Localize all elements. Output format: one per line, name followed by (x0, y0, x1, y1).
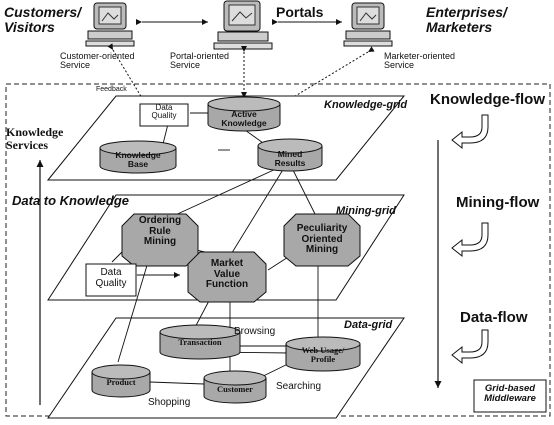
computer-icon (213, 0, 273, 50)
curved-arrow-icon (451, 114, 489, 150)
mining-grid-title: Mining-grid (336, 205, 396, 217)
computer-icon (343, 2, 393, 47)
browsing-label: Browsing (234, 326, 276, 337)
middleware-label: Grid-based Middleware (484, 383, 536, 404)
transaction-cylinder (159, 324, 241, 360)
data-flow-label: Data-flow (460, 309, 528, 326)
market-value-node (187, 251, 267, 303)
kg-data-quality-label: Data Quality (151, 103, 177, 121)
ordering-rule-mining-node (121, 213, 199, 267)
curved-arrow-icon (451, 329, 489, 365)
knowledge-base-label: Knowledge Base (115, 150, 161, 169)
knowledge-grid-title: Knowledge-grid (324, 99, 408, 111)
mg-data-quality-box (85, 263, 137, 297)
transaction-label: Transaction (178, 337, 222, 347)
active-knowledge-cylinder (207, 96, 281, 132)
computer-icon (85, 2, 135, 47)
knowledge-flow-label: Knowledge-flow (430, 91, 545, 108)
web-usage-cylinder (285, 336, 361, 372)
knowledge-services-label: Knowledge Services (6, 125, 64, 152)
customers-label: Customers/ Visitors (4, 4, 82, 35)
data-grid-title: Data-grid (344, 319, 393, 331)
shopping-label: Shopping (148, 397, 191, 408)
product-label: Product (106, 377, 136, 387)
mg-data-quality-label: Data Quality (95, 267, 127, 289)
data-to-knowledge-label: Data to Knowledge (12, 193, 130, 208)
ordering-rule-label: Ordering Rule Mining (138, 215, 182, 247)
mined-results-cylinder (257, 138, 323, 172)
mining-flow-label: Mining-flow (456, 194, 540, 211)
portal-service-label: Portal-oriented Service (170, 51, 230, 71)
product-cylinder (91, 364, 151, 398)
customer-label: Customer (217, 384, 253, 394)
customer-service-label: Customer-oriented Service (60, 51, 135, 71)
searching-label: Searching (276, 381, 322, 392)
peculiarity-mining-node (283, 213, 361, 267)
market-value-label: Market Value Function (205, 258, 249, 290)
kg-data-quality-box (139, 103, 189, 127)
middleware-box (473, 379, 547, 413)
curved-arrow-icon (451, 222, 489, 258)
knowledge-base-cylinder (99, 140, 177, 174)
peculiarity-label: Peculiarity Oriented Mining (296, 223, 348, 255)
enterprises-label: Enterprises/ Marketers (426, 4, 507, 35)
active-knowledge-label: Active Knowledge (221, 109, 267, 128)
portals-label: Portals (276, 4, 324, 20)
mined-results-label: Mined Results (274, 149, 306, 168)
customer-cylinder (203, 370, 267, 404)
feedback-label: Feedback (96, 86, 127, 93)
marketer-service-label: Marketer-oriented Service (384, 51, 456, 71)
web-usage-label: Web Usage/ Profile (301, 345, 345, 364)
